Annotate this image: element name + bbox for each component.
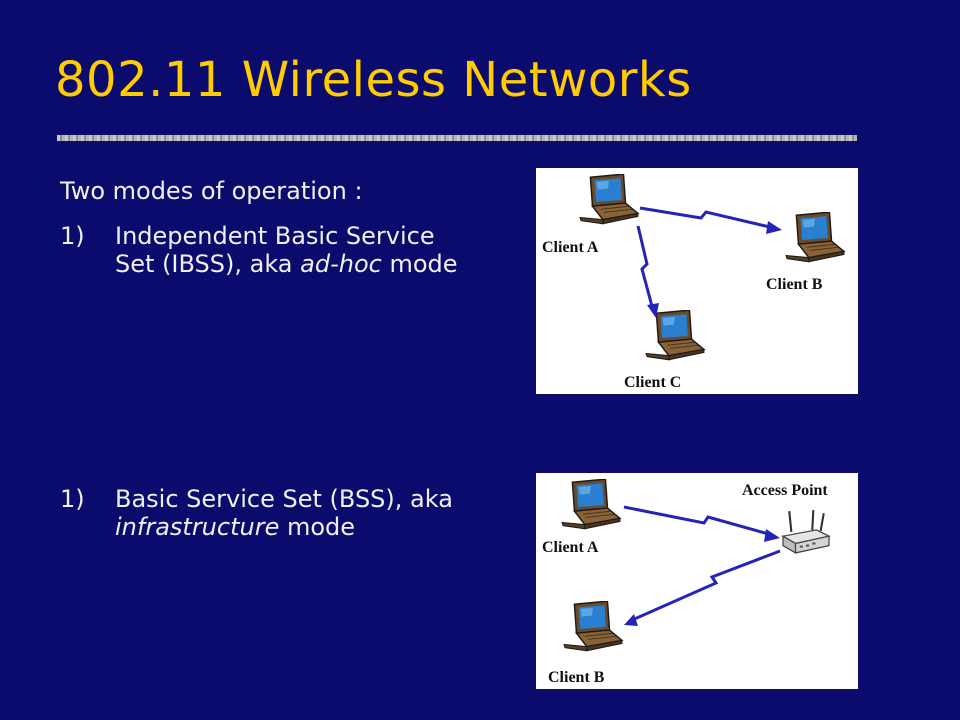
wireless-link-a-b [639, 206, 775, 230]
item-text: Basic Service Set (BSS), aka infrastruct… [115, 485, 453, 541]
wireless-link-ap-client-b [629, 549, 781, 623]
slide-body: Two modes of operation : 1) Independent … [60, 177, 500, 541]
client-b-label: Client B [766, 276, 823, 293]
wireless-link-a-c [636, 225, 655, 311]
client-a-label: Client A [542, 539, 599, 556]
access-point-icon [781, 509, 831, 554]
item-emphasis: infrastructure [115, 513, 280, 541]
item-emphasis: ad-hoc [300, 250, 382, 278]
wireless-link-client-a-ap [623, 505, 773, 537]
laptop-icon [645, 310, 705, 361]
laptop-icon [561, 479, 621, 530]
ibss-diagram: Client A Client B Client C [536, 168, 858, 394]
bss-diagram: Access Point Client A Client B [536, 473, 858, 689]
client-a-label: Client A [542, 239, 599, 256]
item-text: Independent Basic Service Set (IBSS), ak… [115, 222, 458, 278]
laptop-icon [563, 601, 623, 652]
mode-item-ibss: 1) Independent Basic Service Set (IBSS),… [60, 222, 475, 278]
title-divider [57, 135, 857, 141]
laptop-icon [785, 212, 845, 263]
item-number: 1) [60, 485, 85, 513]
mode-item-bss: 1) Basic Service Set (BSS), aka infrastr… [60, 485, 475, 541]
client-c-label: Client C [624, 374, 681, 391]
item-number: 1) [60, 222, 85, 250]
intro-text: Two modes of operation : [60, 177, 363, 205]
access-point-label: Access Point [742, 482, 828, 499]
slide-title: 802.11 Wireless Networks [55, 52, 692, 108]
laptop-icon [579, 174, 639, 225]
client-b-label: Client B [548, 669, 605, 686]
